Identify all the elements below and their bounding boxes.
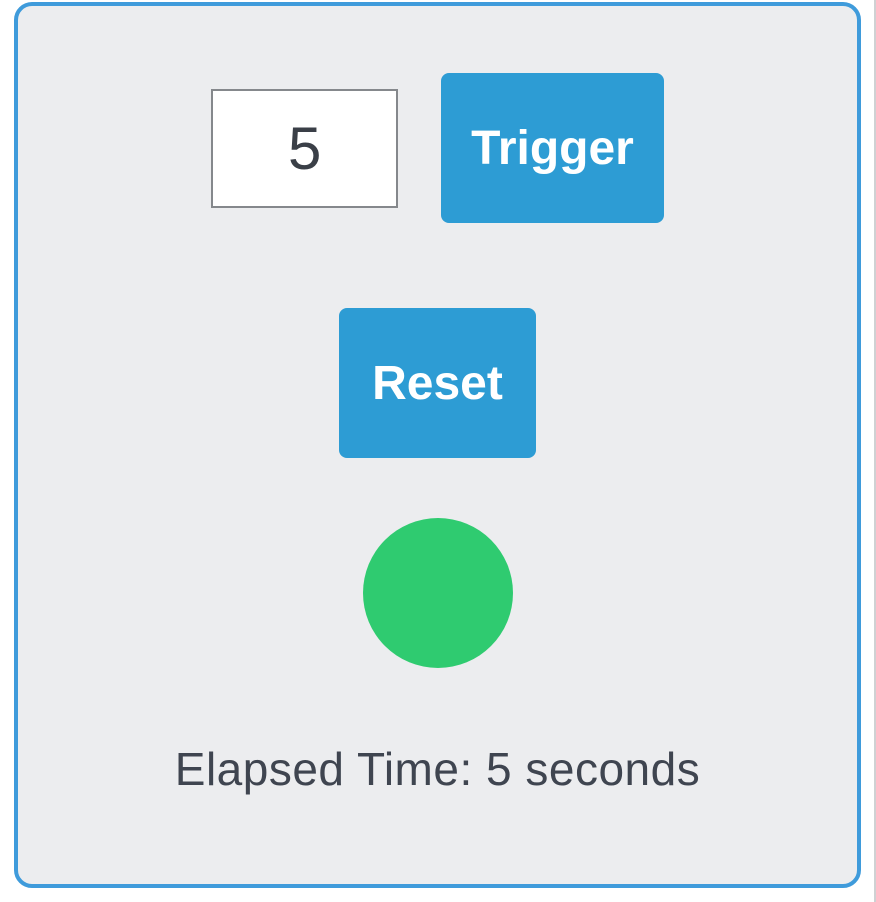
viewport-edge-line [874,0,876,902]
seconds-input[interactable] [211,88,399,208]
trigger-button[interactable]: Trigger [441,73,664,223]
timer-card: Trigger Reset Elapsed Time: 5 seconds [14,2,861,888]
controls-row: Trigger [211,73,664,223]
elapsed-time-text: Elapsed Time: 5 seconds [174,743,701,795]
status-light-circle [362,518,513,668]
reset-button[interactable]: Reset [339,308,536,458]
